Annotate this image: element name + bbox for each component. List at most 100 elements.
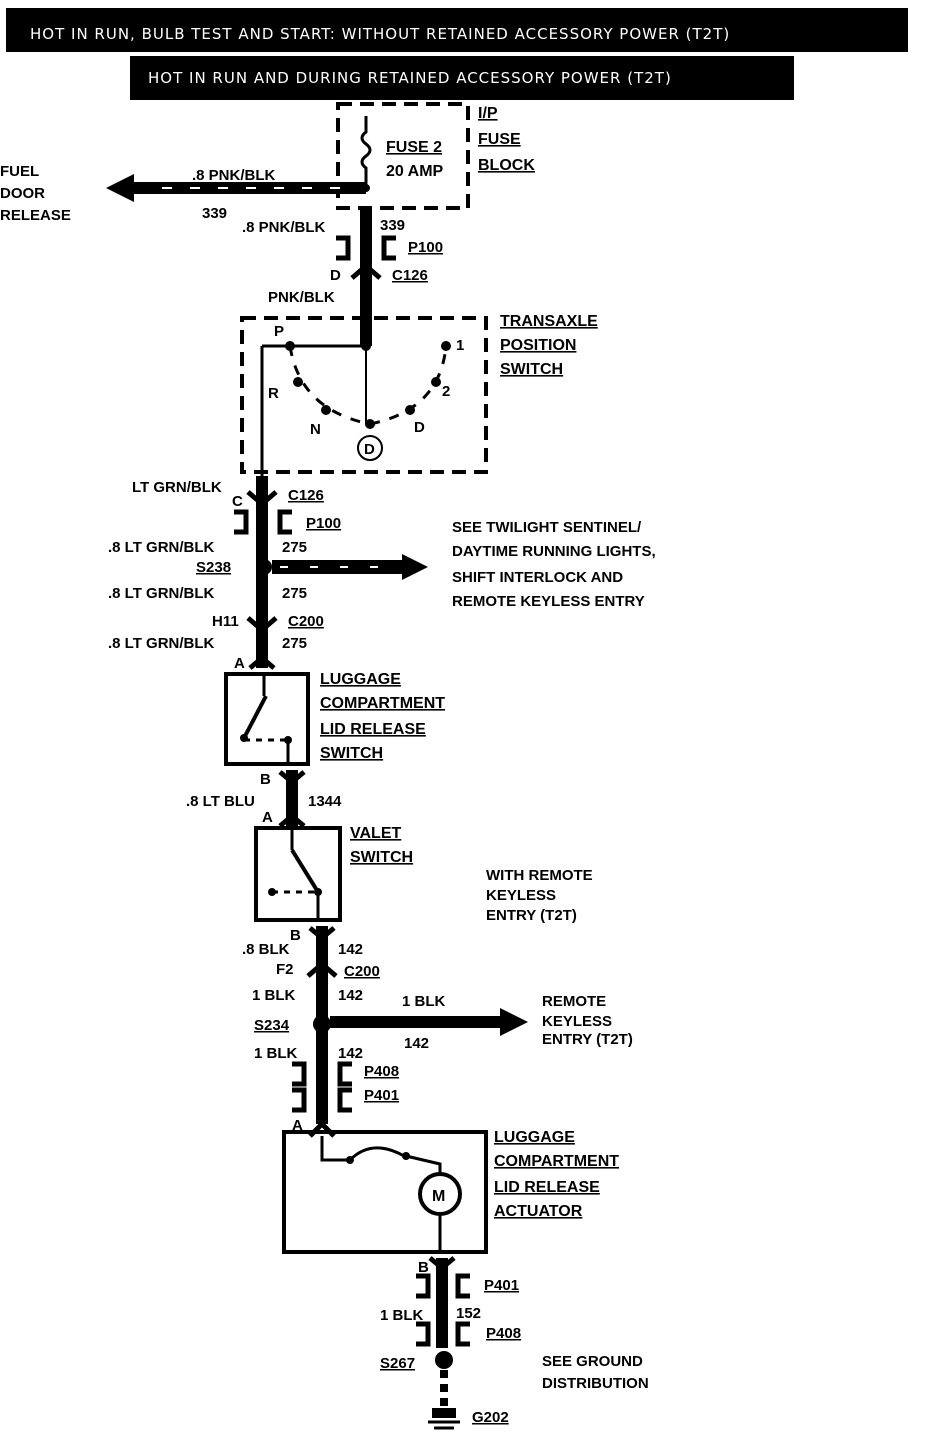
lower-black-p401: P401 — [364, 1087, 399, 1104]
valet-c200: C200 — [344, 963, 380, 980]
lower-splice: S238 — [196, 559, 231, 576]
p100-bracket-left — [336, 235, 351, 261]
fuel-door-arrow — [106, 174, 134, 202]
c126-lower-connector — [246, 490, 278, 508]
actuator-lead — [320, 1136, 350, 1162]
lower-a-pin: A — [234, 655, 245, 672]
see-twilight-1: SEE TWILIGHT SENTINEL/ — [452, 519, 642, 536]
pos-d-contact — [365, 419, 375, 429]
fuel-door-circuit: 339 — [202, 205, 227, 222]
lid-switch-label-1: LUGGAGE — [320, 671, 401, 688]
p408-bracket-left — [292, 1061, 307, 1087]
remote-label-1: REMOTE — [542, 993, 606, 1010]
pos-2-contact — [431, 377, 441, 387]
c200-upper-connector — [246, 616, 278, 634]
lower-p100: P100 — [306, 515, 341, 532]
lower-circuit1: 275 — [282, 539, 307, 556]
lower-black-p408: P408 — [364, 1063, 399, 1080]
s238-branch-arrow — [402, 554, 428, 580]
banner-top-text: HOT IN RUN, BULB TEST AND START: WITHOUT… — [30, 25, 730, 43]
lt-blu-circuit: 1344 — [308, 793, 342, 810]
actuator-pivot — [346, 1156, 354, 1164]
valet-note-3: ENTRY (T2T) — [486, 907, 577, 924]
s234-splice — [313, 1015, 331, 1033]
lower-black-a-pin: A — [292, 1117, 303, 1134]
ground-p408-bracket-right — [455, 1321, 470, 1347]
valet-blade — [290, 848, 320, 894]
actuator-label-3: LID RELEASE — [494, 1179, 600, 1196]
lid-switch-label-2: COMPARTMENT — [320, 695, 445, 712]
remote-branch-circuit: 142 — [404, 1035, 429, 1052]
ground-icon — [432, 1408, 456, 1418]
actuator-cam — [348, 1146, 405, 1162]
lower-lt-grn-blk: LT GRN/BLK — [132, 479, 222, 496]
actuator-to-motor — [405, 1154, 442, 1174]
lower-black-wire1: 1 BLK — [252, 987, 296, 1004]
upper-d-pin: D — [330, 267, 341, 284]
lower-black-splice: S234 — [254, 1017, 290, 1034]
fuse-icon — [360, 116, 372, 188]
see-twilight-4: REMOTE KEYLESS ENTRY — [452, 593, 645, 610]
actuator-b-pin: B — [418, 1259, 429, 1276]
lower-black-circuit2: 142 — [338, 1045, 363, 1062]
lower-h11: H11 — [212, 613, 239, 630]
pos-p-contact — [285, 341, 295, 351]
lower-black-wire2: 1 BLK — [254, 1045, 298, 1062]
lid-switch-blade — [242, 695, 268, 739]
lid-switch-box — [224, 672, 310, 766]
circled-d-label: D — [364, 441, 375, 458]
fuse-name: FUSE 2 — [386, 139, 442, 156]
valet-a-pin: A — [262, 809, 273, 826]
lower-c-pin: C — [232, 493, 243, 510]
lower-circuit2: 275 — [282, 585, 307, 602]
valet-top-connector — [278, 812, 306, 828]
fuse-block-label-1: I/P — [478, 105, 498, 122]
lower-c126: C126 — [288, 487, 324, 504]
ground-circuit: 152 — [456, 1305, 481, 1322]
s238-splice — [256, 559, 272, 575]
p401-bracket-left — [292, 1087, 307, 1113]
fuel-door-label-2: DOOR — [0, 185, 45, 202]
motor-label: M — [432, 1188, 445, 1205]
ground-p408-bracket-left — [416, 1321, 431, 1347]
see-twilight-3: SHIFT INTERLOCK AND — [452, 569, 623, 586]
ground-splice: S267 — [380, 1355, 415, 1372]
remote-label-3: ENTRY (T2T) — [542, 1031, 633, 1048]
lower-circuit3: 275 — [282, 635, 307, 652]
pos-n-contact — [321, 405, 331, 415]
valet-switch-box — [254, 826, 342, 922]
s267-splice — [435, 1351, 453, 1369]
ground-p401: P401 — [484, 1277, 519, 1294]
actuator-label-2: COMPARTMENT — [494, 1153, 619, 1170]
remote-branch-arrow — [500, 1008, 528, 1036]
upper-p100: P100 — [408, 239, 443, 256]
upper-pnk-blk: PNK/BLK — [268, 289, 335, 306]
p401-bracket-right — [337, 1087, 352, 1113]
pos-r-contact — [293, 377, 303, 387]
pos-1-contact — [441, 341, 451, 351]
fuel-door-wire-label: .8 PNK/BLK — [192, 167, 276, 184]
lower-black-circuit1: 142 — [338, 987, 363, 1004]
c200-lower-connector — [306, 960, 338, 978]
lower-c200: C200 — [288, 613, 324, 630]
ground-g: G202 — [472, 1409, 509, 1426]
valet-f2: F2 — [276, 961, 294, 978]
p100-lower-bracket-left — [234, 509, 249, 535]
remote-branch-wire-label: 1 BLK — [402, 993, 446, 1010]
circled-d-ring — [357, 435, 383, 461]
valet-wire: .8 BLK — [242, 941, 290, 958]
see-twilight-2: DAYTIME RUNNING LIGHTS, — [452, 543, 656, 560]
actuator-label-1: LUGGAGE — [494, 1129, 575, 1146]
fuse-block-label-3: BLOCK — [478, 157, 535, 174]
pos-1-label: 1 — [456, 337, 464, 354]
lower-wire3: .8 LT GRN/BLK — [108, 635, 215, 652]
ground-wire-label: 1 BLK — [380, 1307, 424, 1324]
transaxle-label-2: POSITION — [500, 337, 576, 354]
pos-d-label: D — [414, 419, 425, 436]
pos-p-label: P — [274, 323, 284, 340]
valet-label-1: VALET — [350, 825, 401, 842]
ground-p408: P408 — [486, 1325, 521, 1342]
valet-note-2: KEYLESS — [486, 887, 556, 904]
valet-bottom-connector — [308, 926, 336, 942]
